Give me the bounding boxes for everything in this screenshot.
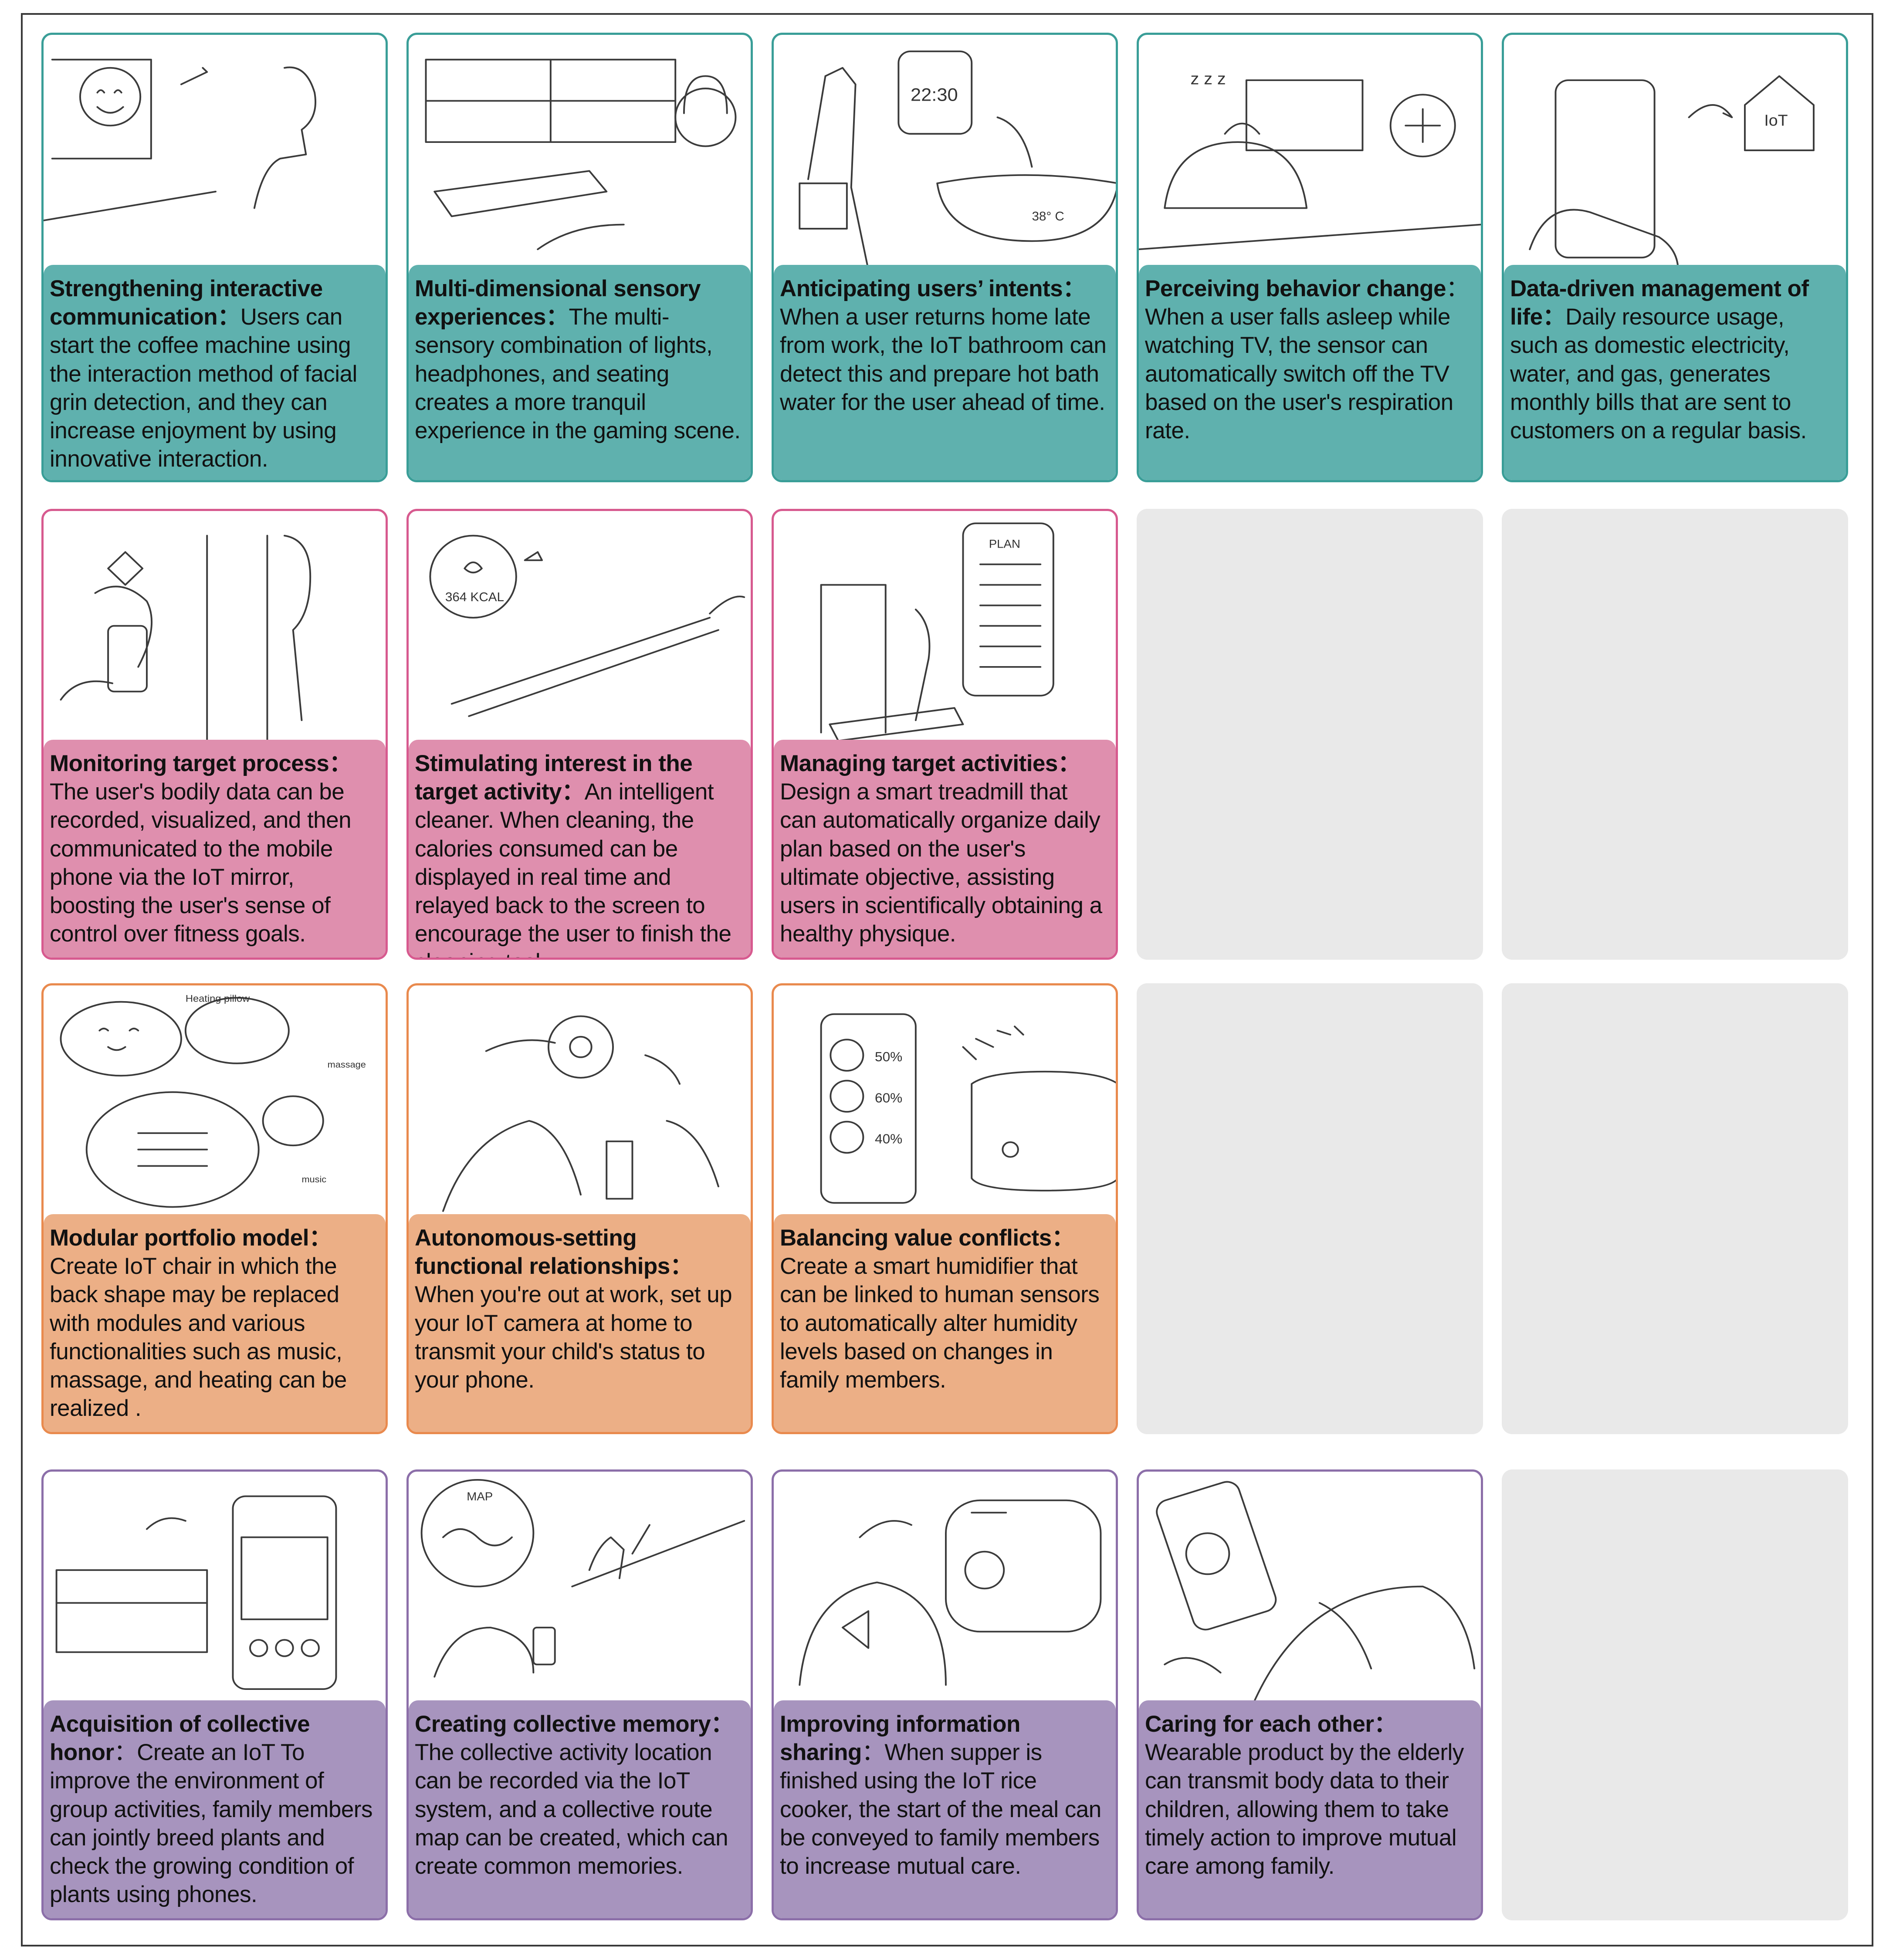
- concept-card-r1-c4: z z z Perceiving behavior change：When a u…: [1137, 33, 1483, 482]
- card-title: Autonomous-setting functional relationsh…: [415, 1225, 693, 1280]
- concept-card-r3-c2: Autonomous-setting functional relationsh…: [406, 983, 753, 1434]
- svg-text:IoT: IoT: [1764, 112, 1788, 129]
- card-title: Creating collective memory：: [415, 1711, 734, 1737]
- sketch-illustration: IoT: [1504, 35, 1846, 282]
- card-caption: Balancing value conflicts：Create a smart…: [774, 1214, 1116, 1432]
- card-caption: Improving information sharing：When suppe…: [774, 1700, 1116, 1918]
- card-body: Create IoT chair in which the back shape…: [50, 1253, 347, 1422]
- svg-text:massage: massage: [328, 1060, 366, 1070]
- concept-card-r2-c3: PLAN Managing target activities： Design a …: [772, 509, 1118, 960]
- card-caption: Data-driven management of life：Daily res…: [1504, 265, 1846, 480]
- concept-card-r3-c3: 50% 60% 40% Balancing value conflicts：Creat…: [772, 983, 1118, 1434]
- card-caption: Acquisition of collective honor：Create a…: [44, 1700, 386, 1918]
- card-title: Strengthening interactive communication：: [50, 276, 323, 330]
- sketch-illustration: 50% 60% 40%: [774, 985, 1116, 1232]
- card-title: Caring for each other：: [1145, 1711, 1397, 1737]
- concept-card-r2-c2: 364 KCAL Stimulating interest in the targ…: [406, 509, 753, 960]
- empty-placeholder-card: [1137, 509, 1483, 960]
- concept-card-r4-c2: MAP Creating collective memory： The collec…: [406, 1469, 753, 1920]
- card-caption: Caring for each other： Wearable product b…: [1139, 1700, 1481, 1918]
- concept-card-r4-c1: Acquisition of collective honor：Create a…: [41, 1469, 388, 1920]
- empty-placeholder-card: [1502, 509, 1848, 960]
- sketch-illustration: MAP: [409, 1472, 751, 1718]
- card-title: Improving information sharing: [780, 1711, 1020, 1766]
- card-body: Design a smart treadmill that can automa…: [780, 779, 1102, 947]
- card-body: An intelligent cleaner. When cleaning, t…: [415, 779, 731, 958]
- card-title: Multi-dimensional sensory experiences：: [415, 276, 701, 330]
- concept-card-r1-c2: Multi-dimensional sensory experiences：Th…: [406, 33, 753, 482]
- card-caption: Strengthening interactive communication：…: [44, 265, 386, 480]
- card-title: Stimulating interest in the target activ…: [415, 751, 693, 805]
- card-caption: Monitoring target process： The user's bod…: [44, 740, 386, 958]
- svg-text:364 KCAL: 364 KCAL: [445, 591, 504, 604]
- outer-frame: [21, 13, 1873, 1946]
- card-body: The collective activity location can be …: [415, 1740, 728, 1879]
- card-title: Acquisition of collective honor: [50, 1711, 310, 1766]
- sketch-illustration: 364 KCAL: [409, 511, 751, 757]
- svg-text:z z z: z z z: [1190, 70, 1226, 88]
- sketch-illustration: [44, 1472, 386, 1718]
- sketch-illustration: [44, 511, 386, 757]
- sketch-illustration: [1139, 1472, 1481, 1718]
- card-caption: Autonomous-setting functional relationsh…: [409, 1214, 751, 1432]
- sketch-illustration: [409, 985, 751, 1232]
- sketch-illustration: [409, 35, 751, 282]
- sketch-illustration: [774, 1472, 1116, 1718]
- card-body: When a user returns home late from work,…: [780, 304, 1107, 415]
- card-caption: Managing target activities： Design a smar…: [774, 740, 1116, 958]
- concept-card-r4-c4: Caring for each other： Wearable product b…: [1137, 1469, 1483, 1920]
- concept-card-r4-c3: Improving information sharing：When suppe…: [772, 1469, 1118, 1920]
- card-title: Balancing value conflicts：: [780, 1225, 1075, 1251]
- concept-card-r2-c1: Monitoring target process： The user's bod…: [41, 509, 388, 960]
- empty-placeholder-card: [1502, 983, 1848, 1434]
- card-body: ：When a user falls asleep while watching…: [1145, 276, 1469, 443]
- svg-text:Heating pillow: Heating pillow: [186, 993, 250, 1004]
- card-caption: Anticipating users’ intents： When a user …: [774, 265, 1116, 480]
- sketch-illustration: PLAN: [774, 511, 1116, 757]
- card-caption: Multi-dimensional sensory experiences：Th…: [409, 265, 751, 480]
- svg-text:22:30: 22:30: [911, 85, 958, 105]
- card-title: Managing target activities：: [780, 751, 1081, 776]
- svg-text:PLAN: PLAN: [989, 538, 1020, 550]
- svg-text:50%: 50%: [875, 1049, 902, 1064]
- card-title: Monitoring target process：: [50, 751, 352, 776]
- card-body: The multi-sensory combination of lights,…: [415, 304, 741, 443]
- empty-placeholder-card: [1137, 983, 1483, 1434]
- empty-placeholder-card: [1502, 1469, 1848, 1920]
- sketch-illustration: 22:30 38° C: [774, 35, 1116, 282]
- card-body: ：Create an IoT To improve the environmen…: [50, 1740, 373, 1908]
- sketch-illustration: Heating pillow massage music: [44, 985, 386, 1232]
- concept-card-r1-c3: 22:30 38° C Anticipating users’ intents： Wh…: [772, 33, 1118, 482]
- card-caption: Perceiving behavior change：When a user f…: [1139, 265, 1481, 480]
- card-body: Wearable product by the elderly can tran…: [1145, 1740, 1464, 1879]
- svg-text:38° C: 38° C: [1032, 210, 1064, 223]
- card-body: Create a smart humidifier that can be li…: [780, 1253, 1100, 1393]
- card-body: The user's bodily data can be recorded, …: [50, 779, 352, 947]
- svg-text:60%: 60%: [875, 1090, 902, 1105]
- svg-text:40%: 40%: [875, 1131, 902, 1146]
- card-caption: Modular portfolio model：Create IoT chair…: [44, 1214, 386, 1432]
- sketch-illustration: z z z: [1139, 35, 1481, 282]
- card-body: When you're out at work, set up your IoT…: [415, 1282, 732, 1393]
- svg-text:music: music: [301, 1175, 326, 1184]
- card-body: Users can start the coffee machine using…: [50, 304, 357, 472]
- sketch-illustration: [44, 35, 386, 282]
- card-title: Anticipating users’ intents：: [780, 276, 1086, 301]
- svg-text:MAP: MAP: [467, 1490, 493, 1503]
- card-body: ：When supper is finished using the IoT r…: [780, 1740, 1101, 1879]
- card-title: Data-driven management of life：: [1510, 276, 1809, 330]
- card-title: Modular portfolio model：: [50, 1225, 332, 1251]
- concept-card-r1-c1: Strengthening interactive communication：…: [41, 33, 388, 482]
- card-caption: Creating collective memory： The collectiv…: [409, 1700, 751, 1918]
- card-title: Perceiving behavior change: [1145, 276, 1446, 301]
- concept-card-r1-c5: IoT Data-driven management of life：Daily …: [1502, 33, 1848, 482]
- card-caption: Stimulating interest in the target activ…: [409, 740, 751, 958]
- card-body: Daily resource usage, such as domestic e…: [1510, 304, 1807, 443]
